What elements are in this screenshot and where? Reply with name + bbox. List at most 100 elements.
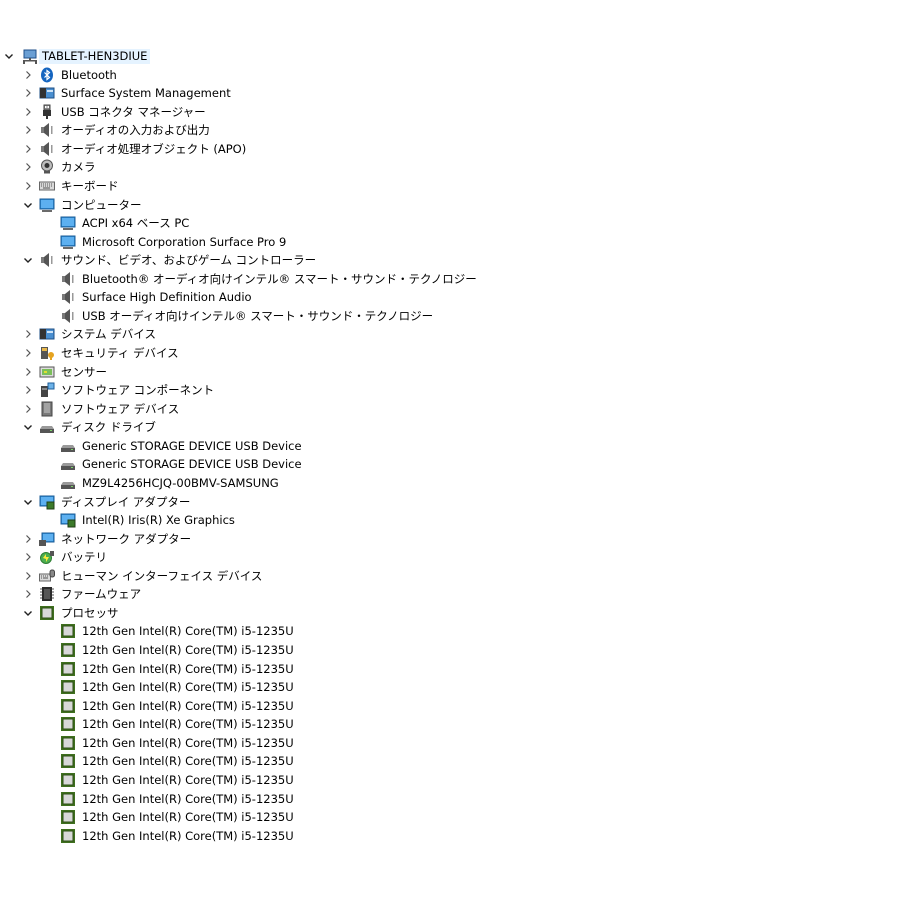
chevron-right-icon[interactable] <box>22 87 34 99</box>
tree-item-label: 12th Gen Intel(R) Core(TM) i5-1235U <box>82 680 294 695</box>
processor-icon <box>60 679 76 695</box>
tree-item-label: Generic STORAGE DEVICE USB Device <box>82 438 302 453</box>
processor-icon <box>39 605 55 621</box>
chevron-right-icon[interactable] <box>22 533 34 545</box>
processor-icon <box>60 828 76 844</box>
chevron-right-icon[interactable] <box>22 366 34 378</box>
chevron-right-icon[interactable] <box>22 106 34 118</box>
processor-icon <box>60 642 76 658</box>
tree-item-label: Bluetooth <box>61 67 117 82</box>
security-key-icon <box>39 345 55 361</box>
processor-icon <box>60 791 76 807</box>
tree-item-label: MZ9L4256HCJQ-00BMV-SAMSUNG <box>82 475 279 490</box>
chevron-down-icon[interactable] <box>22 496 34 508</box>
chevron-right-icon[interactable] <box>22 328 34 340</box>
processor-icon <box>60 809 76 825</box>
tree-item-label: バッテリ <box>61 550 107 565</box>
tree-item-label: 12th Gen Intel(R) Core(TM) i5-1235U <box>82 772 294 787</box>
usb-connector-icon <box>39 104 55 120</box>
processor-icon <box>60 623 76 639</box>
tree-item-label: ディスプレイ アダプター <box>61 494 191 509</box>
software-device-icon <box>39 401 55 417</box>
chevron-down-icon[interactable] <box>22 199 34 211</box>
network-adapter-icon <box>39 531 55 547</box>
sensor-icon <box>39 364 55 380</box>
firmware-icon <box>39 586 55 602</box>
disk-drive-icon <box>60 456 76 472</box>
battery-icon <box>39 549 55 565</box>
hid-icon <box>39 568 55 584</box>
speaker-icon <box>60 308 76 324</box>
tree-item-label: センサー <box>61 364 107 379</box>
tree-item-label: Surface System Management <box>61 86 231 101</box>
chevron-right-icon[interactable] <box>22 551 34 563</box>
tree-item-label: 12th Gen Intel(R) Core(TM) i5-1235U <box>82 791 294 806</box>
processor-icon <box>60 753 76 769</box>
tree-item-label: ディスク ドライブ <box>61 420 156 435</box>
tree-item-label: プロセッサ <box>61 605 119 620</box>
processor-icon <box>60 661 76 677</box>
tree-item-label: キーボード <box>61 178 119 193</box>
tree-item-label: Generic STORAGE DEVICE USB Device <box>82 457 302 472</box>
display-adapter-icon <box>39 494 55 510</box>
webcam-icon <box>39 159 55 175</box>
chevron-right-icon[interactable] <box>22 143 34 155</box>
chevron-right-icon[interactable] <box>22 384 34 396</box>
tree-item-label: ファームウェア <box>61 587 142 602</box>
tree-item-label: Surface High Definition Audio <box>82 290 252 305</box>
disk-drive-icon <box>60 475 76 491</box>
chevron-right-icon[interactable] <box>22 570 34 582</box>
speaker-icon <box>60 289 76 305</box>
speaker-icon <box>39 141 55 157</box>
tree-item-label: オーディオ処理オブジェクト (APO) <box>61 141 247 156</box>
tree-item-label: ネットワーク アダプター <box>61 531 192 546</box>
processor-icon <box>60 735 76 751</box>
software-component-icon <box>39 382 55 398</box>
chevron-right-icon[interactable] <box>22 161 34 173</box>
tree-item-label: Microsoft Corporation Surface Pro 9 <box>82 234 287 249</box>
tree-item-label: 12th Gen Intel(R) Core(TM) i5-1235U <box>82 698 294 713</box>
tree-item-label: 12th Gen Intel(R) Core(TM) i5-1235U <box>82 717 294 732</box>
chevron-down-icon[interactable] <box>22 607 34 619</box>
tree-item-label: セキュリティ デバイス <box>61 346 179 360</box>
speaker-icon <box>39 252 55 268</box>
tree-item-label: 12th Gen Intel(R) Core(TM) i5-1235U <box>82 810 294 825</box>
tree-item-label: サウンド、ビデオ、およびゲーム コントローラー <box>61 253 317 268</box>
tree-item-label: Bluetooth® オーディオ向けインテル® スマート・サウンド・テクノロジー <box>82 271 477 286</box>
tree-item-label: 12th Gen Intel(R) Core(TM) i5-1235U <box>82 661 294 676</box>
monitor-icon <box>60 215 76 231</box>
disk-drive-icon <box>60 438 76 454</box>
computer-network-icon <box>22 48 38 64</box>
tree-item-label: TABLET-HEN3DIUE <box>39 49 151 64</box>
tree-item-label: コンピューター <box>61 197 142 212</box>
speaker-icon <box>60 271 76 287</box>
tree-item-label: ソフトウェア コンポーネント <box>61 383 215 398</box>
tree-item-label: 12th Gen Intel(R) Core(TM) i5-1235U <box>82 735 294 750</box>
chevron-right-icon[interactable] <box>22 588 34 600</box>
tree-item-label: システム デバイス <box>61 327 156 342</box>
keyboard-icon <box>39 178 55 194</box>
chevron-right-icon[interactable] <box>22 180 34 192</box>
processor-icon <box>60 698 76 714</box>
tree-item-label: ACPI x64 ベース PC <box>82 216 190 231</box>
tree-item-label: ソフトウェア デバイス <box>61 401 180 416</box>
chevron-down-icon[interactable] <box>22 421 34 433</box>
system-device-icon <box>39 326 55 342</box>
tree-item-label: USB オーディオ向けインテル® スマート・サウンド・テクノロジー <box>82 308 434 323</box>
tree-item-label: 12th Gen Intel(R) Core(TM) i5-1235U <box>82 754 294 769</box>
tree-item-label: 12th Gen Intel(R) Core(TM) i5-1235U <box>82 828 294 843</box>
chevron-right-icon[interactable] <box>22 69 34 81</box>
tree-item-label: 12th Gen Intel(R) Core(TM) i5-1235U <box>82 643 294 657</box>
monitor-icon <box>39 197 55 213</box>
processor-icon <box>60 772 76 788</box>
speaker-icon <box>39 122 55 138</box>
bluetooth-icon <box>39 67 55 83</box>
chevron-down-icon[interactable] <box>3 50 15 62</box>
chevron-down-icon[interactable] <box>22 254 34 266</box>
chevron-right-icon[interactable] <box>22 403 34 415</box>
chevron-right-icon[interactable] <box>22 124 34 136</box>
chevron-right-icon[interactable] <box>22 347 34 359</box>
tree-item-label: ヒューマン インターフェイス デバイス <box>61 568 263 583</box>
tree-item-label: Intel(R) Iris(R) Xe Graphics <box>82 513 235 528</box>
tree-item-label: 12th Gen Intel(R) Core(TM) i5-1235U <box>82 624 294 639</box>
